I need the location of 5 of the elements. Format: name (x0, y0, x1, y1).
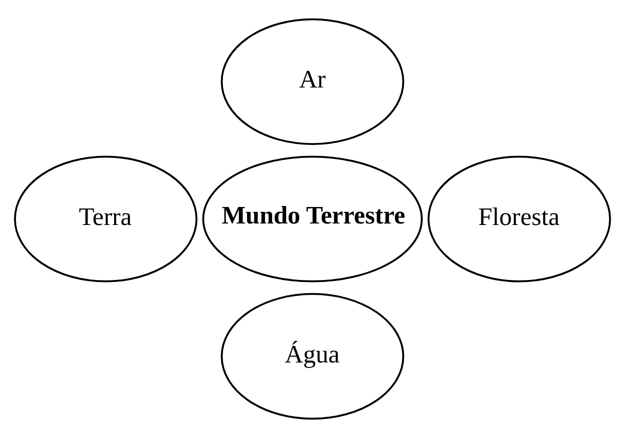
node-ellipse: Água (220, 292, 404, 420)
node-ellipse: Floresta (428, 155, 611, 282)
node-ellipse: Ar (220, 18, 404, 144)
node-ellipse: Terra (14, 155, 198, 282)
node-ellipse: Mundo Terrestre (202, 155, 423, 282)
